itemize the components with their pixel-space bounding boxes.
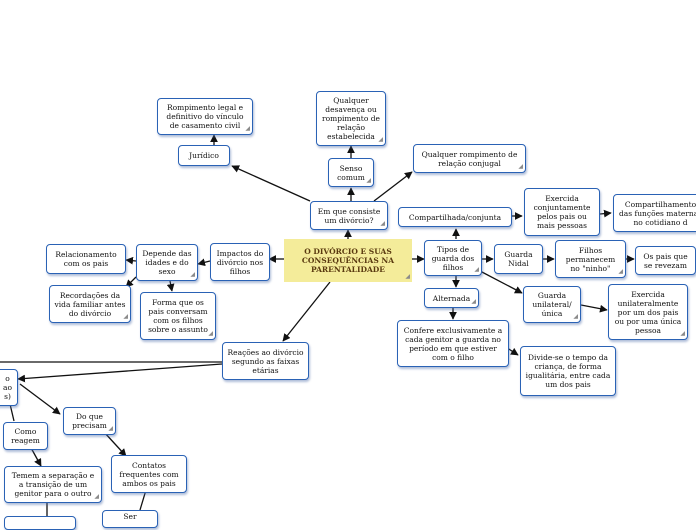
note-corner-icon: ◢ [618, 268, 623, 275]
juridico-node[interactable]: Jurídico [178, 145, 230, 166]
exercida-conjunta-node[interactable]: Exercida conjuntamente pelos pais ou mai… [524, 188, 600, 236]
tipos-guarda-node[interactable]: Tipos de guarda dos filhos◢ [424, 240, 482, 276]
recordacoes-node[interactable]: Recordações da vida familiar antes do di… [49, 285, 131, 323]
bottom-left-partial-node[interactable] [4, 516, 76, 530]
note-corner-icon: ◢ [94, 493, 99, 500]
rompimento-legal-node[interactable]: Rompimento legal e definitivo do vínculo… [157, 98, 253, 135]
contatos-node[interactable]: Contatos frequentes com ambos os pais [111, 455, 187, 493]
temem-node[interactable]: Temem a separação e a transição de um ge… [4, 466, 102, 503]
filhos-ninho-node[interactable]: Filhos permanecem no "ninho"◢ [555, 240, 626, 278]
note-corner-icon: ◢ [380, 220, 385, 227]
note-corner-icon: ◢ [405, 273, 410, 280]
note-corner-icon: ◢ [245, 125, 250, 132]
compartilhada-node[interactable]: Compartilhada/conjunta [398, 207, 512, 227]
guarda-nidal-node[interactable]: Guarda Nidal [494, 244, 543, 274]
forma-conversam-node[interactable]: Forma que os pais conversam com os filho… [140, 292, 216, 340]
do-que-precisam-node[interactable]: Do que precisam◢ [63, 407, 116, 435]
note-corner-icon: ◢ [474, 266, 479, 273]
relacionamento-node[interactable]: Relacionamento com os pais [46, 244, 126, 274]
os-pais-revezam-node[interactable]: Os pais que se revezam [635, 246, 696, 275]
central-topic[interactable]: O DIVÓRCIO E SUAS CONSEQUÊNCIAS NA PAREN… [284, 239, 412, 282]
exercida-unilateral-node[interactable]: Exercida unilateralmente por um dos pais… [608, 284, 688, 340]
compartilhamento-node[interactable]: Compartilhamento das funções maternas no… [613, 194, 696, 232]
note-corner-icon: ◢ [378, 136, 383, 143]
depende-node[interactable]: Depende das idades e do sexo◢ [136, 244, 198, 281]
note-corner-icon: ◢ [123, 313, 128, 320]
desavenca-node[interactable]: Qualquer desavença ou rompimento de rela… [316, 91, 386, 146]
note-corner-icon: ◢ [573, 313, 578, 320]
reacoes-node[interactable]: Reações ao divórcio segundo as faixas et… [222, 342, 309, 380]
como-reagem-node[interactable]: Como reagem [3, 422, 48, 450]
note-corner-icon: ◢ [208, 330, 213, 337]
guarda-unilateral-node[interactable]: Guarda unilateral/ única◢ [523, 286, 581, 323]
note-corner-icon: ◢ [108, 425, 113, 432]
note-corner-icon: ◢ [366, 177, 371, 184]
note-corner-icon: ◢ [518, 163, 523, 170]
note-corner-icon: ◢ [680, 330, 685, 337]
em-que-consiste-node[interactable]: Em que consiste um divórcio?◢ [310, 201, 388, 230]
note-corner-icon: ◢ [190, 271, 195, 278]
senso-comum-node[interactable]: Senso comum◢ [328, 158, 374, 187]
impactos-node[interactable]: Impactos do divórcio nos filhos [210, 243, 270, 281]
alternada-node[interactable]: Alternada◢ [424, 288, 479, 308]
rompimento-conjugal-node[interactable]: Qualquer rompimento de relação conjugal◢ [413, 144, 526, 173]
bottom-partial-node[interactable]: Ser [102, 510, 158, 528]
confere-node[interactable]: Confere exclusivamente a cada genitor a … [397, 320, 509, 367]
divide-tempo-node[interactable]: Divide-se o tempo da criança, de forma i… [520, 346, 616, 396]
note-corner-icon: ◢ [471, 298, 476, 305]
